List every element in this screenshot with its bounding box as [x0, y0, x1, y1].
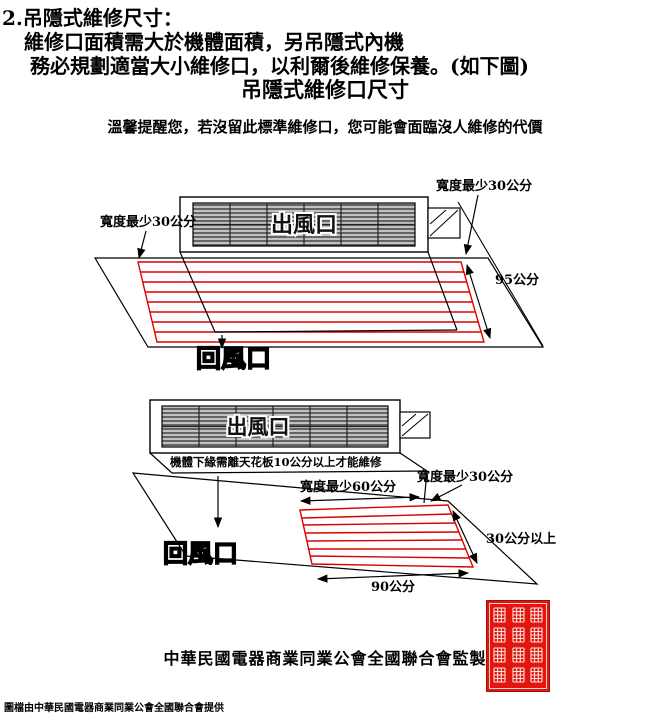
association-seal-stamp	[486, 600, 550, 692]
diagram-title: 吊隱式維修口尺寸	[241, 77, 409, 102]
dim-line-depth-1	[465, 263, 492, 340]
dim-width-60: 寬度最少60公分	[299, 479, 396, 495]
return-label-1: 回風口	[196, 344, 271, 373]
diagram-2: 出風口 機體下緣需離天花板10公分以上才能維修 寬度最少60公分 寬度最少30公…	[131, 399, 556, 595]
dim-arrow-right-1	[463, 194, 479, 256]
outlet-label-2: 出風口	[227, 414, 290, 439]
unit-body-1	[179, 251, 458, 333]
section-heading: 2.吊隱式維修尺寸：	[2, 6, 183, 30]
dim-width-right-1: 寬度最少30公分	[435, 178, 532, 194]
service-opening-2	[299, 504, 475, 568]
dim-side-30: 30公分以上	[486, 531, 556, 547]
dim-width-left-1: 寬度最少30公分	[99, 214, 196, 230]
dim-line-90	[316, 569, 470, 583]
maintenance-diagrams: 出風口 寬度最少30公分 寬度最少30公分 95公分 回風口	[93, 178, 556, 595]
grille-dividers-1	[193, 203, 415, 246]
duct-pipe-1	[427, 207, 461, 239]
outlet-label-1: 出風口	[271, 212, 337, 238]
supervision-text: 中華民國電器商業同業公會全國聯合會監製	[163, 649, 487, 668]
dim-arrow-left-1	[137, 230, 147, 260]
dim-width-90: 90公分	[371, 579, 415, 595]
dim-line-60	[299, 493, 421, 505]
clearance-note: 機體下緣需離天花板10公分以上才能維修	[170, 455, 382, 469]
credit-text: 圖檔由中華民國電器商業同業公會全國聯合會提供	[4, 703, 224, 714]
warning-text: 溫馨提醒您，若沒留此標準維修口，您可能會面臨沒人維修的代價	[107, 118, 543, 136]
service-opening-1	[137, 261, 485, 343]
diagram-1: 出風口 寬度最少30公分 寬度最少30公分 95公分 回風口	[93, 178, 545, 374]
seal-background	[486, 600, 550, 692]
body-text-line-1: 維修口面積需大於機體面積，另吊隱式內機	[24, 30, 404, 54]
return-label-2: 回風口	[163, 539, 238, 568]
dim-depth-1: 95公分	[495, 272, 539, 288]
dim-width-30: 寬度最少30公分	[416, 469, 513, 485]
dim-arrow-30	[430, 484, 463, 502]
grille-dividers-2	[162, 406, 388, 447]
unit-body-2	[149, 452, 428, 504]
dim-line-side30	[452, 510, 478, 564]
seal-inner-border	[489, 603, 547, 689]
duct-pipe-2	[399, 411, 431, 439]
body-text-line-2: 務必規劃適當大小維修口，以利爾後維修保養。(如下圖)	[30, 54, 529, 78]
